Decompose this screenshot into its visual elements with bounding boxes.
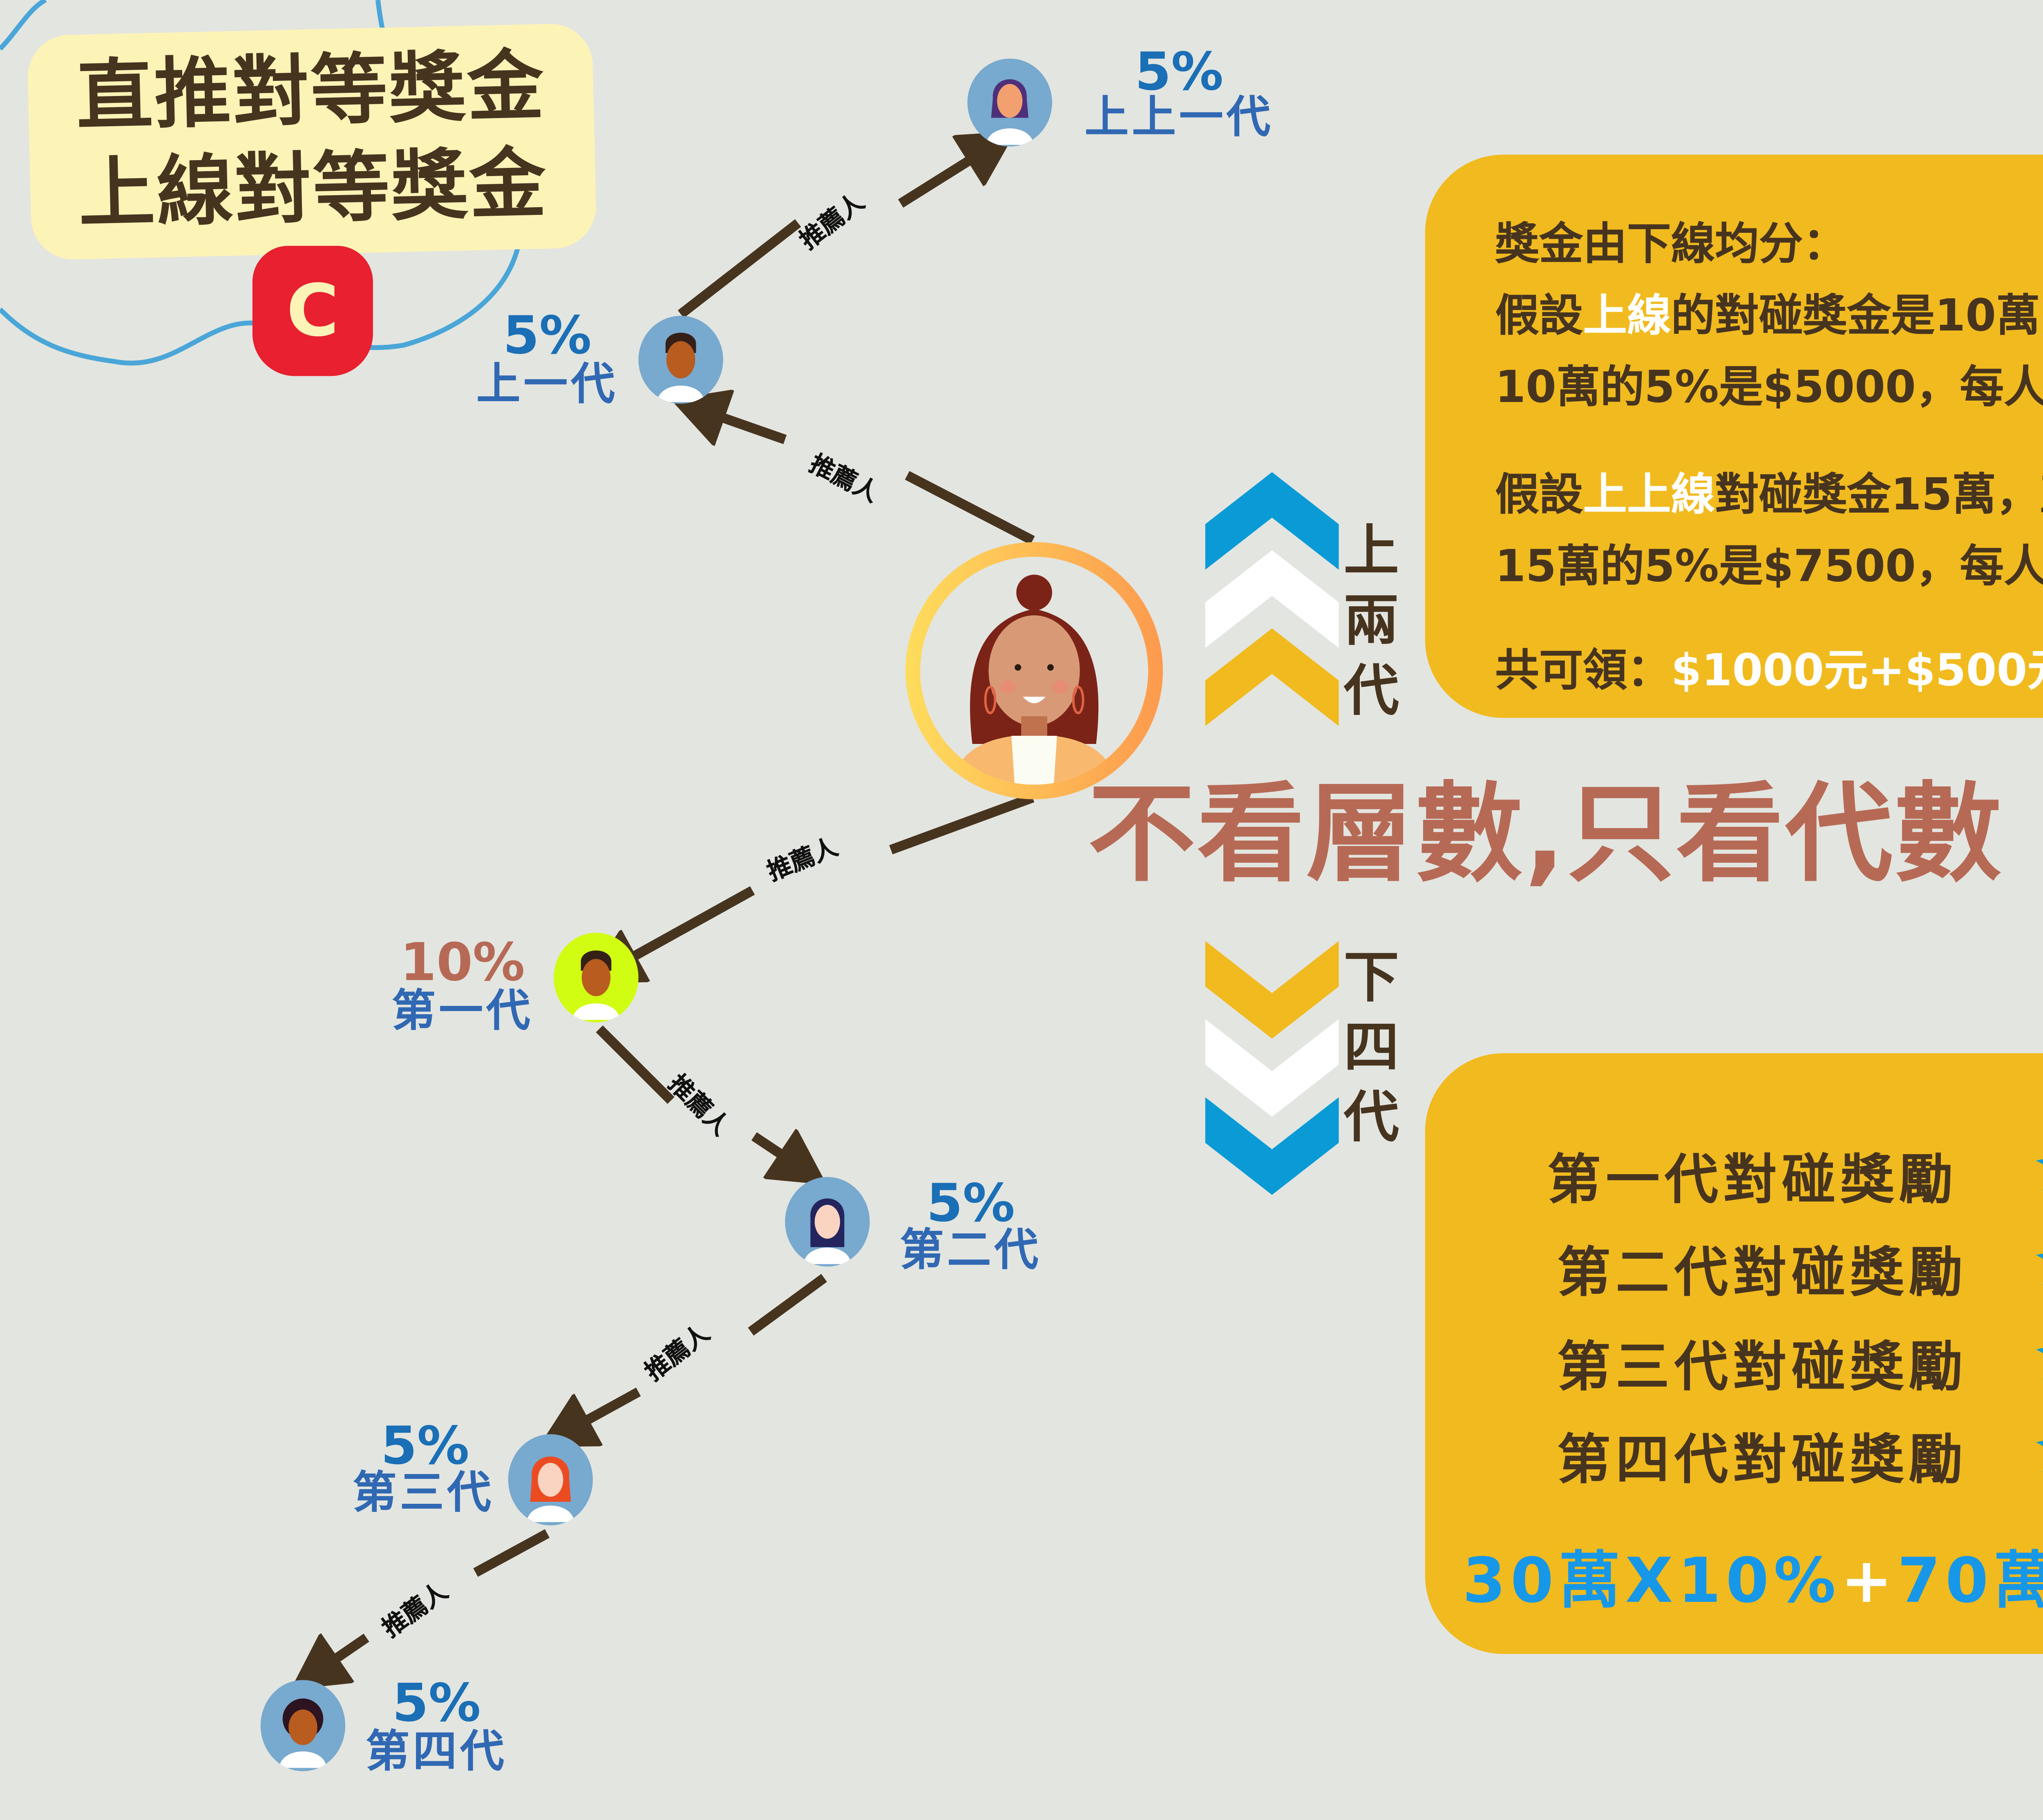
avatar-upline-1 — [638, 316, 723, 404]
reward-row-2-label: 第二代對碰獎勵 — [1557, 1240, 1968, 1304]
label-char: 四 — [1343, 1016, 1399, 1081]
highlight-segment: 上線 — [1583, 291, 1671, 342]
text-segment: 對碰獎金15萬，直推第二代15人 — [1715, 470, 2043, 521]
label-char: 兩 — [1343, 589, 1399, 654]
text-segment: 的對碰獎金是10萬，直推第一代5人 — [1671, 291, 2043, 342]
badge-letter: C — [286, 269, 339, 353]
percent-upline-1: 5% — [503, 304, 592, 366]
generation-upline-2: 上上一代 — [1084, 93, 1274, 143]
text-segment: 假設 — [1495, 291, 1583, 342]
man-avatar-icon — [572, 950, 620, 1020]
woman-avatar-icon — [803, 1198, 851, 1264]
avatar-gen-4 — [260, 1680, 346, 1771]
woman-avatar-icon — [986, 79, 1034, 145]
example1-line-5: 15萬的5%是$7500，每人可領$500元 — [1495, 531, 2043, 594]
label-char: 代 — [1343, 659, 1399, 725]
reward-row-4-label: 第四代對碰獎勵 — [1557, 1427, 1968, 1492]
reward-formula: 30萬X10%+70萬X5%=6.5萬 — [1462, 1530, 2043, 1620]
man-avatar-icon — [657, 333, 705, 402]
arrow-right-icon — [2036, 1159, 2043, 1190]
example1-line-2: 假設上線的對碰獎金是10萬，直推第一代5人 — [1495, 280, 2043, 343]
arrow-right-icon — [2036, 1440, 2043, 1472]
generation-gen-3: 第三代 — [352, 1468, 494, 1519]
example1-line-4: 假設上上線對碰獎金15萬，直推第二代15人 — [1495, 459, 2043, 523]
formula-part-1: 30萬X10% — [1462, 1545, 1841, 1617]
reward-arrows — [2036, 1159, 2043, 1472]
arrow-right-icon — [2036, 1253, 2043, 1285]
avatar-gen-2 — [785, 1177, 870, 1267]
example1-line-3: 10萬的5%是$5000，每人可領$1000元 — [1495, 352, 2043, 415]
example1-line-6: 共可領：$1000元+$500元=$1500元 — [1495, 635, 2043, 698]
self-avatar-frame — [905, 542, 1163, 799]
up-two-generations-label: 上 兩 代 — [1339, 518, 1404, 728]
woman-center-avatar-icon — [952, 574, 1116, 785]
generation-gen-4: 第四代 — [365, 1727, 507, 1778]
text-segment: 10萬的5%是$5000，每人可領$1000元 — [1495, 363, 2043, 414]
percent-gen-4: 5% — [392, 1672, 481, 1734]
arrow-right-icon — [2036, 1348, 2043, 1379]
c-badge-icon: C — [252, 246, 373, 376]
formula-part-2: 70萬X5% — [1897, 1545, 2043, 1617]
generation-upline-1: 上一代 — [476, 360, 618, 411]
reward-row-1-label: 第一代對碰獎勵 — [1547, 1148, 1958, 1211]
highlight-segment: $1000元+$500元=$1500元 — [1671, 646, 2043, 697]
slogan: 不看層數,只看代數 — [1088, 771, 2004, 897]
referral-arrows — [0, 0, 1035, 1820]
text-segment: 獎金由下線均分： — [1495, 219, 1847, 270]
generation-gen-1: 第一代 — [391, 986, 534, 1037]
reward-row-3-label: 第三代對碰獎勵 — [1557, 1335, 1968, 1398]
percent-gen-3: 5% — [381, 1414, 469, 1477]
woman-avatar-icon — [527, 1456, 574, 1522]
percent-upline-2: 5% — [1135, 40, 1224, 103]
avatar-gen-3 — [508, 1434, 593, 1525]
text-segment: 共可領： — [1495, 646, 1671, 697]
avatar-gen-1 — [554, 933, 639, 1023]
man-avatar-icon — [279, 1698, 327, 1768]
formula-plus: + — [1840, 1545, 1898, 1617]
avatar-upline-2 — [967, 58, 1052, 147]
percent-gen-1: 10% — [400, 931, 525, 993]
generation-gen-2: 第二代 — [900, 1226, 1042, 1277]
up-chevrons-icon — [1205, 472, 1339, 726]
down-four-generations-label: 下 四 代 — [1339, 944, 1404, 1154]
highlight-segment: 上上線 — [1583, 470, 1715, 521]
label-char: 下 — [1343, 946, 1399, 1011]
example-panel-upline — [1425, 154, 2043, 718]
text-segment: 15萬的5%是$7500，每人可領$500元 — [1495, 542, 2043, 593]
percent-gen-2: 5% — [926, 1172, 1015, 1234]
text-segment: 假設 — [1495, 470, 1583, 521]
self-avatar — [920, 556, 1149, 785]
example1-line-1: 獎金由下線均分： — [1495, 208, 1847, 272]
label-char: 上 — [1343, 519, 1399, 585]
down-chevrons-icon — [1205, 941, 1339, 1195]
example-panel-downline — [1425, 1053, 2043, 1654]
label-char: 代 — [1343, 1085, 1399, 1151]
